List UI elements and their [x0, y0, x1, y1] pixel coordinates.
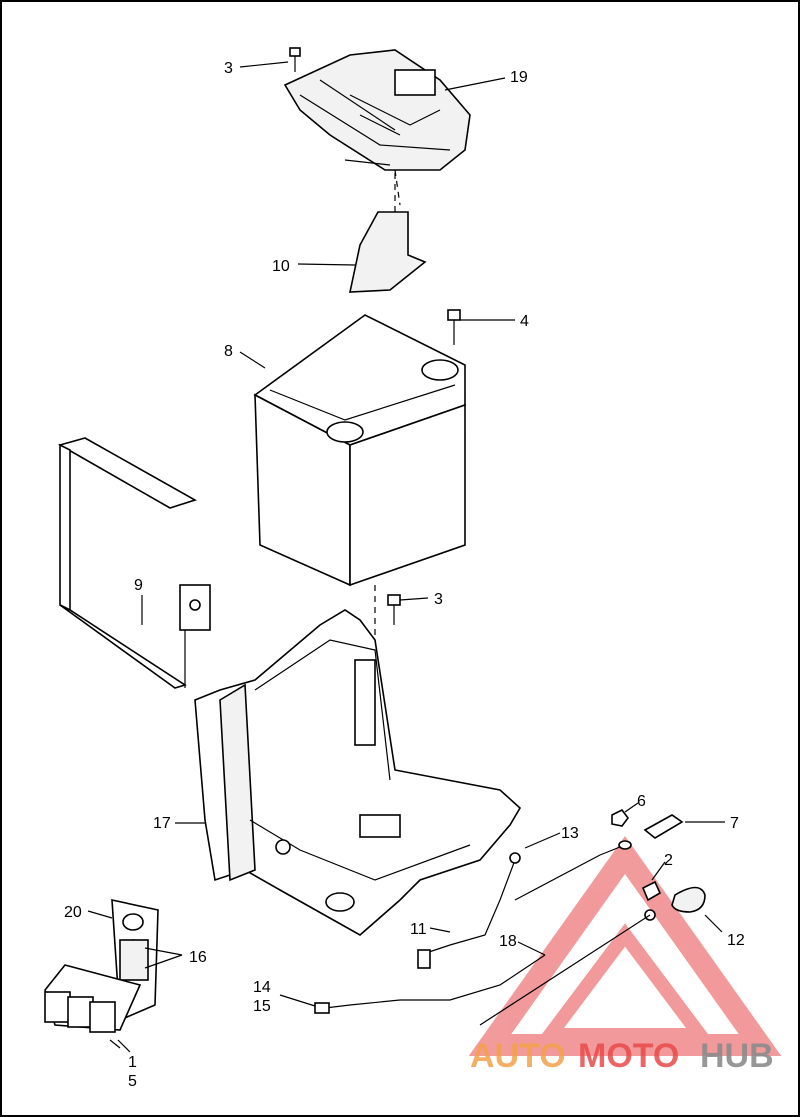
callout-4: 4 — [520, 313, 529, 330]
relay-pack-part — [44, 964, 142, 1049]
callout-14: 14 — [253, 979, 271, 996]
label-tag-part — [643, 814, 684, 839]
callout-11: 11 — [410, 921, 427, 938]
alignment-line — [394, 169, 401, 206]
battery-part — [253, 314, 466, 740]
callout-9: 9 — [134, 577, 143, 594]
screw-part — [387, 594, 401, 625]
callout-8: 8 — [224, 343, 233, 360]
bracket-part — [349, 170, 427, 293]
cable-part — [514, 840, 632, 901]
callout-20: 20 — [64, 904, 82, 921]
callout-13: 13 — [561, 825, 579, 842]
callout-10: 10 — [272, 258, 290, 275]
callout-1: 1 — [128, 1054, 137, 1071]
strap-part — [57, 437, 211, 689]
callout-2: 2 — [664, 852, 673, 869]
bolt-part — [447, 309, 461, 345]
callout-7: 7 — [730, 815, 739, 832]
callout-15: 15 — [253, 998, 271, 1015]
watermark-hub: HUB — [700, 1037, 774, 1075]
callout-12: 12 — [727, 932, 745, 949]
screw-part — [289, 47, 301, 72]
callout-16: 16 — [189, 949, 207, 966]
watermark-moto: MOTO — [578, 1037, 679, 1075]
callout-18: 18 — [499, 933, 517, 950]
callout-5: 5 — [128, 1073, 137, 1090]
leader-lines — [87, 61, 725, 1053]
positive-cable-part — [314, 914, 651, 1026]
electrical-tray-part — [283, 49, 471, 171]
nut-part — [611, 808, 629, 827]
watermark-triangle — [468, 836, 782, 1056]
callout-17: 17 — [153, 815, 171, 832]
terminal-cover-part — [671, 886, 706, 913]
battery-tray-part — [194, 609, 522, 936]
ground-cable-part — [417, 852, 521, 969]
watermark-auto: AUTO — [470, 1037, 566, 1075]
callout-3b: 3 — [434, 591, 443, 608]
callout-6: 6 — [637, 793, 646, 810]
callout-3: 3 — [224, 60, 233, 77]
callout-19: 19 — [510, 69, 528, 86]
